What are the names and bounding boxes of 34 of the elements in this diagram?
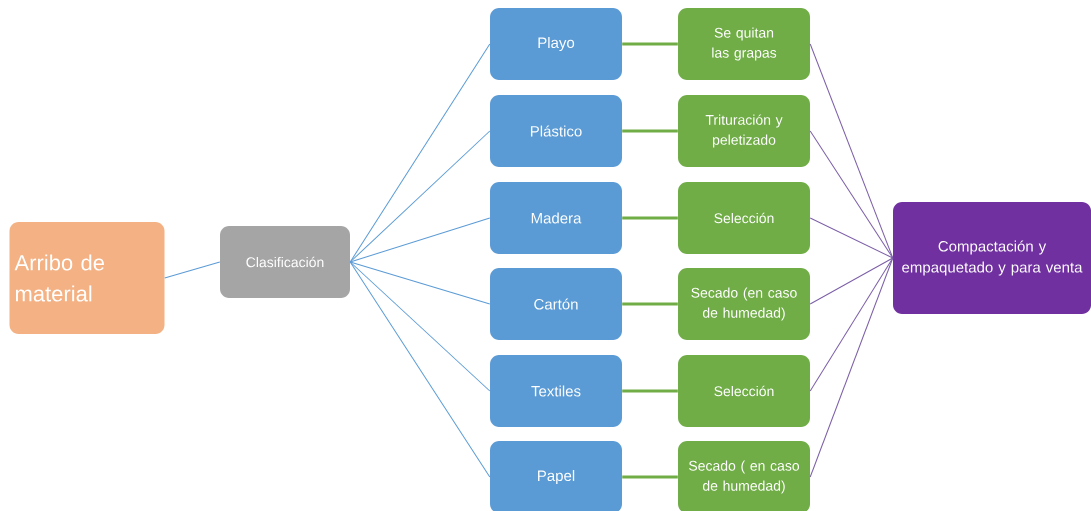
material-box: Plástico — [490, 95, 622, 167]
process-box: Selección — [678, 182, 810, 254]
connector-line — [622, 129, 678, 133]
connector-line — [622, 42, 678, 46]
process-box: Secado (en caso de humedad) — [678, 268, 810, 340]
connector-line — [349, 261, 491, 478]
start-box: Arribo de material — [9, 222, 165, 334]
material-box: Textiles — [490, 355, 622, 427]
connector-line — [622, 216, 678, 220]
connector-line — [809, 257, 894, 478]
process-box: Secado ( en caso de humedad) — [678, 441, 810, 511]
connector-line — [809, 257, 894, 305]
connector-line — [349, 130, 491, 263]
connector-line — [349, 261, 491, 392]
connector-line — [164, 261, 221, 279]
material-box: Playo — [490, 8, 622, 80]
connector-line — [809, 217, 894, 259]
connector-line — [809, 130, 894, 259]
process-box: Clasificación — [220, 226, 350, 298]
connector-line — [809, 43, 894, 259]
connector-line — [349, 217, 491, 263]
process-box: Selección — [678, 355, 810, 427]
connector-line — [349, 43, 491, 263]
material-box: Papel — [490, 441, 622, 511]
material-box: Madera — [490, 182, 622, 254]
connector-line — [349, 261, 491, 305]
connector-line — [622, 389, 678, 393]
process-box: Se quitan las grapas — [678, 8, 810, 80]
process-box: Trituración y peletizado — [678, 95, 810, 167]
connector-line — [809, 257, 894, 392]
material-box: Cartón — [490, 268, 622, 340]
end-box: Compactación y empaquetado y para venta — [893, 202, 1091, 314]
connector-line — [622, 302, 678, 306]
connector-line — [622, 475, 678, 479]
